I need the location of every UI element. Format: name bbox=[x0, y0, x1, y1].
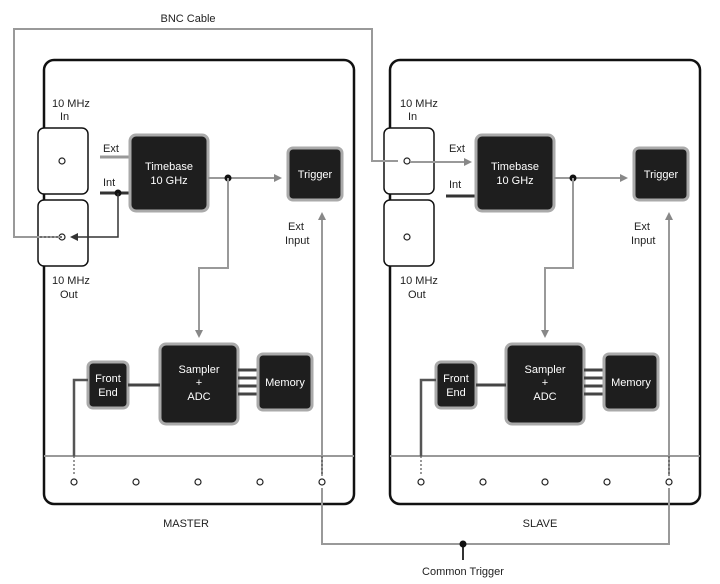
master-10mhz-out-port bbox=[37, 199, 89, 267]
slave-memory-block bbox=[602, 352, 660, 412]
master-int-to-out-wire bbox=[70, 193, 119, 241]
slave-out-label-2: Out bbox=[408, 289, 426, 301]
master-sampler-label-1: Sampler bbox=[179, 364, 220, 376]
master-out-label-1: 10 MHz bbox=[52, 275, 90, 287]
master-frontend-label-1: Front bbox=[95, 373, 121, 385]
slave-int-label: Int bbox=[449, 179, 461, 191]
master-in-label-2: In bbox=[60, 111, 69, 123]
slave-panel-connector bbox=[541, 478, 549, 486]
slave-ext-input-label-1: Ext bbox=[634, 221, 650, 233]
master-panel-connector bbox=[194, 478, 202, 486]
slave-sampler-label-1: Sampler bbox=[525, 364, 566, 376]
master-panel-connector bbox=[70, 478, 78, 486]
slave-sampler-label-2: + bbox=[542, 377, 548, 389]
slave-panel-connector bbox=[479, 478, 487, 486]
slave-in-label-2: In bbox=[408, 111, 417, 123]
master-panel-connector bbox=[256, 478, 264, 486]
master-ext-label: Ext bbox=[103, 143, 119, 155]
master-sampler-label-3: ADC bbox=[187, 391, 210, 403]
slave-frontend-label-1: Front bbox=[443, 373, 469, 385]
master-in-label-1: 10 MHz bbox=[52, 98, 90, 110]
master-sampler-label-2: + bbox=[196, 377, 202, 389]
common-trigger: Common Trigger bbox=[318, 212, 673, 578]
master-name-label: MASTER bbox=[163, 518, 209, 530]
master-trigger-block bbox=[286, 146, 344, 202]
master-frame bbox=[42, 58, 356, 506]
master-10mhz-in-port bbox=[37, 127, 89, 195]
slave-frame bbox=[388, 58, 702, 506]
master-frontend-block bbox=[86, 360, 130, 410]
master-out-label-2: Out bbox=[60, 289, 78, 301]
slave-frontend-block bbox=[434, 360, 478, 410]
slave-trigger-label: Trigger bbox=[644, 169, 679, 181]
slave-out-label-1: 10 MHz bbox=[400, 275, 438, 287]
master-timebase-label-1: Timebase bbox=[145, 161, 193, 173]
slave-instrument: 10 MHz In 10 MHz Out Ext Int Timebase 10… bbox=[383, 58, 702, 530]
slave-timebase-label-2: 10 GHz bbox=[496, 175, 533, 187]
common-trigger-junction bbox=[459, 540, 467, 548]
master-frontend-label-2: End bbox=[98, 387, 118, 399]
master-memory-block bbox=[256, 352, 314, 412]
slave-10mhz-out-port bbox=[383, 199, 435, 267]
master-trigger-label: Trigger bbox=[298, 169, 333, 181]
master-panel-connector bbox=[132, 478, 140, 486]
master-panel-connector bbox=[318, 478, 326, 486]
slave-frontend-label-2: End bbox=[446, 387, 466, 399]
slave-panel-connector bbox=[603, 478, 611, 486]
master-instrument: 10 MHz In 10 MHz Out Ext Int Timebase 10… bbox=[37, 58, 356, 530]
master-int-label: Int bbox=[103, 177, 115, 189]
slave-timebase-label-1: Timebase bbox=[491, 161, 539, 173]
slave-ext-label: Ext bbox=[449, 143, 465, 155]
slave-trigger-block bbox=[632, 146, 690, 202]
master-ext-input-label-2: Input bbox=[285, 235, 309, 247]
master-memory-label: Memory bbox=[265, 377, 305, 389]
master-timebase-label-2: 10 GHz bbox=[150, 175, 187, 187]
slave-timebase-block bbox=[474, 133, 556, 213]
slave-ext-input-label-2: Input bbox=[631, 235, 655, 247]
slave-panel-connector bbox=[665, 478, 673, 486]
slave-name-label: SLAVE bbox=[523, 518, 558, 530]
slave-in-label-1: 10 MHz bbox=[400, 98, 438, 110]
slave-out-port-circle bbox=[403, 233, 411, 241]
bnc-cable-label: BNC Cable bbox=[160, 13, 215, 25]
common-trigger-label: Common Trigger bbox=[422, 566, 504, 578]
master-timebase-block bbox=[128, 133, 210, 213]
master-ext-input-label-1: Ext bbox=[288, 221, 304, 233]
slave-memory-label: Memory bbox=[611, 377, 651, 389]
slave-panel-connector bbox=[417, 478, 425, 486]
master-in-port-circle bbox=[58, 157, 66, 165]
slave-sampler-label-3: ADC bbox=[533, 391, 556, 403]
bnc-cable: BNC Cable bbox=[13, 13, 398, 238]
